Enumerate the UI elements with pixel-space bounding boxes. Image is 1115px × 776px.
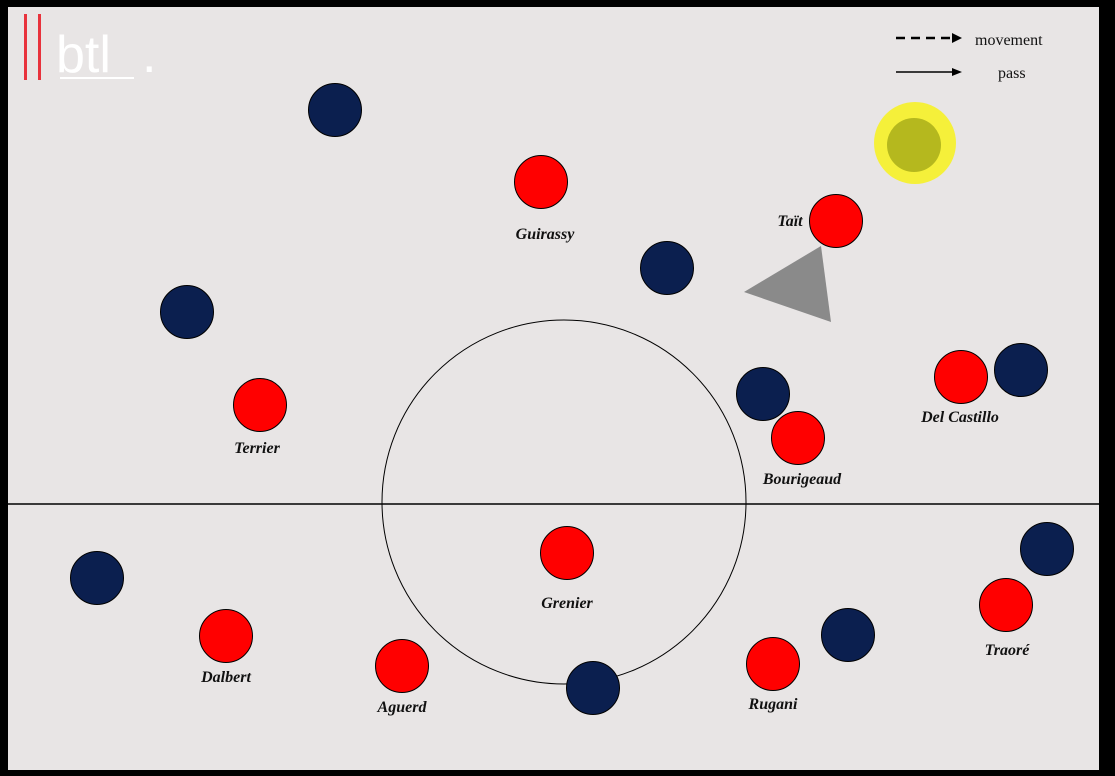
- player-terrier: Terrier: [233, 378, 287, 457]
- player-name: Aguerd: [377, 699, 428, 716]
- red-player-disc: [233, 378, 287, 432]
- pressing-cone: [744, 246, 831, 322]
- ball-core: [887, 118, 941, 172]
- player-name: Guirassy: [516, 226, 576, 243]
- navy-player: [821, 608, 875, 662]
- navy-player: [1020, 522, 1074, 576]
- player-name: Bourigeaud: [762, 471, 842, 488]
- player-name: Del Castillo: [920, 409, 999, 426]
- player-dalbert: Dalbert: [199, 609, 253, 686]
- legend-pass-label: pass: [998, 65, 1026, 82]
- player-grenier: Grenier: [540, 526, 594, 612]
- player-aguerd: Aguerd: [375, 639, 429, 716]
- centre-circle: [381, 319, 747, 685]
- navy-player: [566, 661, 620, 715]
- player-bourigeaud: Bourigeaud: [762, 411, 842, 488]
- logo-text: btl: [56, 26, 111, 84]
- logo-underline: [60, 77, 134, 79]
- legend-movement-arrowhead: [952, 33, 962, 43]
- navy-player: [736, 367, 790, 421]
- red-player-disc: [746, 637, 800, 691]
- red-player-disc: [809, 194, 863, 248]
- player-name: Dalbert: [200, 669, 251, 686]
- legend-movement-label: movement: [975, 32, 1043, 49]
- btl-logo: btl .: [24, 14, 156, 84]
- navy-player: [160, 285, 214, 339]
- player-name: Traoré: [985, 642, 1031, 659]
- red-player-disc: [514, 155, 568, 209]
- logo-dot: .: [142, 26, 156, 84]
- red-player-disc: [934, 350, 988, 404]
- player-del-castillo: Del Castillo: [920, 350, 999, 426]
- player-name: Terrier: [234, 440, 280, 457]
- logo-bar-2: [38, 14, 41, 80]
- navy-player: [640, 241, 694, 295]
- player-name: Taït: [777, 213, 803, 230]
- player-name: Grenier: [541, 595, 593, 612]
- red-player-disc: [771, 411, 825, 465]
- team-navy: [70, 83, 1074, 715]
- player-name: Rugani: [748, 696, 798, 713]
- navy-player: [994, 343, 1048, 397]
- red-player-disc: [540, 526, 594, 580]
- legend: movement pass: [896, 32, 1043, 82]
- red-player-disc: [979, 578, 1033, 632]
- player-tait: Taït: [777, 194, 863, 248]
- red-player-disc: [199, 609, 253, 663]
- player-guirassy: Guirassy: [514, 155, 576, 243]
- player-traore: Traoré: [979, 578, 1033, 659]
- navy-player: [70, 551, 124, 605]
- red-player-disc: [375, 639, 429, 693]
- legend-pass-arrowhead: [952, 68, 962, 76]
- team-red: Guirassy Taït Terrier Del Castillo Bouri…: [199, 155, 1033, 716]
- logo-bar-1: [24, 14, 27, 80]
- navy-player: [308, 83, 362, 137]
- ball: [874, 102, 956, 184]
- player-rugani: Rugani: [746, 637, 800, 713]
